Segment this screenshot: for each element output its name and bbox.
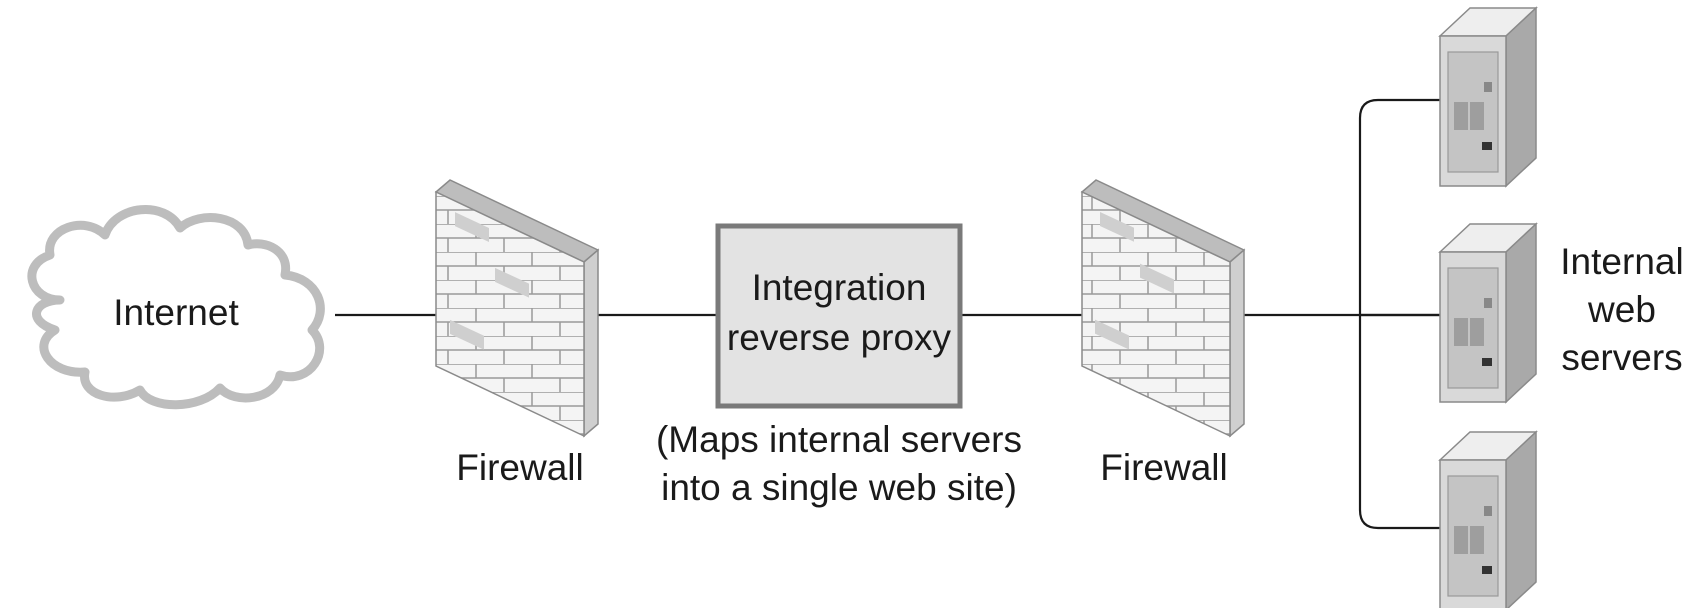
servers-label-line-1: Internal xyxy=(1560,241,1683,282)
servers-label-line-3: servers xyxy=(1561,337,1682,378)
firewall-right: Firewall xyxy=(1080,179,1246,488)
firewall-icon xyxy=(1080,179,1246,438)
proxy-label-line-1: Integration xyxy=(752,267,927,308)
firewall-icon xyxy=(434,179,600,438)
proxy-box xyxy=(715,223,963,409)
connections xyxy=(335,98,1442,530)
internet-cloud: Internet xyxy=(27,205,325,410)
firewall-right-label: Firewall xyxy=(1100,447,1227,488)
servers-label-line-2: web xyxy=(1587,289,1656,330)
firewall-left: Firewall xyxy=(434,179,600,488)
internet-label: Internet xyxy=(113,292,239,333)
server-bus xyxy=(1358,98,1442,530)
proxy-caption-line-1: (Maps internal servers xyxy=(656,419,1022,460)
server-3 xyxy=(1438,430,1538,608)
cloud-icon xyxy=(27,205,325,410)
proxy-node: Integration reverse proxy (Maps internal… xyxy=(656,223,1022,508)
server-1 xyxy=(1438,6,1538,188)
web-servers: Internal web servers xyxy=(1438,6,1684,608)
proxy-label-line-2: reverse proxy xyxy=(727,317,952,358)
server-icon xyxy=(1438,222,1538,404)
server-2 xyxy=(1438,222,1538,404)
proxy-caption-line-2: into a single web site) xyxy=(661,467,1017,508)
firewall-left-label: Firewall xyxy=(456,447,583,488)
server-icon xyxy=(1438,6,1538,188)
server-icon xyxy=(1438,430,1538,608)
